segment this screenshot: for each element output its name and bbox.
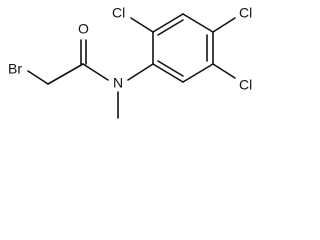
bond-ch2-co: [47, 63, 84, 85]
bond-co-n: [82, 63, 109, 81]
ring-bond-c6-c1: [152, 63, 184, 83]
ring-inner-bond-c: [157, 60, 184, 77]
chlorine-ortho-label: Cl: [112, 5, 125, 21]
ring-bond-c3-c4: [182, 13, 214, 33]
chemical-structure: Br O N Cl Cl Cl: [8, 5, 252, 119]
bond-c4-cl: [212, 17, 236, 33]
bond-c5-cl: [212, 63, 236, 79]
chlorine-para-label: Cl: [239, 5, 252, 21]
oxygen-label: O: [78, 21, 89, 37]
nitrogen-label: N: [113, 75, 123, 91]
bromine-label: Br: [8, 61, 22, 77]
bond-br-ch2: [27, 70, 49, 85]
chlorine-meta-label: Cl: [239, 77, 252, 93]
ring-inner-bond-a: [157, 19, 184, 36]
ring-bond-c2-c3: [152, 13, 184, 33]
bond-c2-cl: [130, 17, 154, 33]
bond-n-ring: [127, 63, 154, 81]
ring-bond-c5-c6: [182, 63, 214, 83]
